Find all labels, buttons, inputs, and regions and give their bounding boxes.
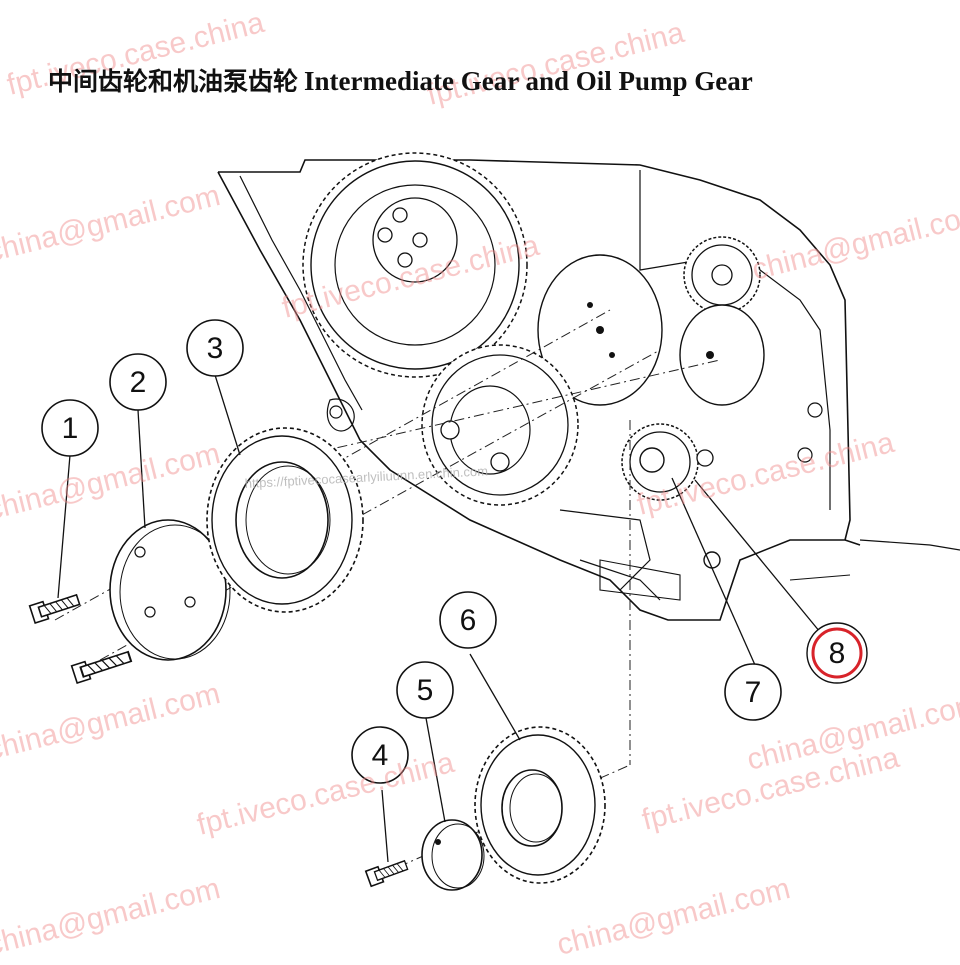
callout-circle xyxy=(724,663,782,721)
watermark-email: china@gmail.com xyxy=(0,872,223,960)
watermark-email: china@gmail.com xyxy=(0,437,223,527)
watermark-site: fpt.iveco.case.china xyxy=(194,746,458,842)
callout-markers: 1 2 3 45 6 7 8 xyxy=(41,319,868,784)
part-5-small-plate xyxy=(421,819,485,891)
callout-1: 1 xyxy=(41,399,99,457)
installed-oil-pump-gear xyxy=(621,423,714,501)
part-4-bolt xyxy=(364,860,409,888)
callout-circle xyxy=(41,399,99,457)
part-2-cover-plate xyxy=(109,519,231,661)
watermark-email: china@gmail.com xyxy=(554,872,794,960)
title-chinese: 中间齿轮和机油泵齿轮 xyxy=(48,67,299,96)
leader-lines xyxy=(57,374,821,863)
callout-label: 6 xyxy=(460,604,477,637)
callout-label: 2 xyxy=(130,366,147,399)
top-right-small-gear xyxy=(683,236,761,314)
callout-circle xyxy=(109,353,167,411)
right-disc xyxy=(679,304,765,406)
callout-4: 4 xyxy=(351,726,409,784)
callout-7: 7 xyxy=(724,663,782,721)
part-3-intermediate-gear xyxy=(206,427,364,613)
center-disc xyxy=(537,254,663,406)
callout-label: 8 xyxy=(829,637,846,670)
callout-circle xyxy=(351,726,409,784)
watermark-email: china@gmail.com xyxy=(0,677,223,767)
watermark-email: china@gmail.com xyxy=(749,197,960,287)
callout-circle xyxy=(186,319,244,377)
top-large-gear xyxy=(302,152,528,378)
callout-5: 5 xyxy=(396,661,454,719)
callout-label: 3 xyxy=(207,332,224,365)
title-english: Intermediate Gear and Oil Pump Gear xyxy=(304,66,753,96)
callout-6: 6 xyxy=(439,591,497,649)
watermark-email: china@gmail.com xyxy=(0,179,223,269)
callout-3: 3 xyxy=(186,319,244,377)
callout-circle xyxy=(811,627,863,679)
callout-2: 2 xyxy=(109,353,167,411)
callout-label: 7 xyxy=(745,676,762,709)
callout-label: 5 xyxy=(417,674,434,707)
part-1-bolts xyxy=(28,594,133,685)
callout-circle xyxy=(396,661,454,719)
callout-8: 8 xyxy=(806,622,868,684)
callout-label: 1 xyxy=(62,412,79,445)
callout-label: 4 xyxy=(372,739,389,772)
installed-intermediate-gear xyxy=(421,344,579,506)
engine-housing xyxy=(217,159,960,621)
part-6-oil-pump-drive-gear xyxy=(474,726,606,884)
callout-circle xyxy=(439,591,497,649)
